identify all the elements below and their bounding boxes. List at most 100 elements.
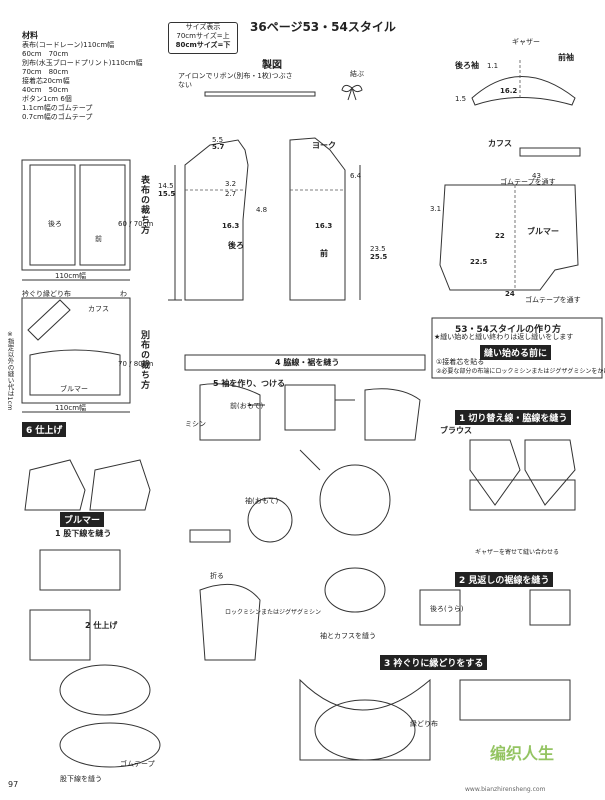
sleeve-round	[319, 464, 391, 536]
label-bias: 縁どり布	[410, 720, 438, 728]
dim-label: 3.1	[430, 205, 442, 213]
sleeve-piece	[471, 76, 576, 106]
layout1-pieces	[29, 164, 126, 266]
layout-bloomer-label: ブルマー	[60, 385, 88, 393]
ribbon-bow	[341, 84, 363, 101]
layout1-frame	[21, 159, 131, 271]
bias-label: 衿ぐり縁どり布	[22, 290, 71, 298]
materials-line: 40cm 50cm	[22, 86, 69, 94]
materials-line: ボタン1cm 6個	[22, 95, 72, 103]
materials-heading: 材料	[22, 31, 38, 40]
step1-subtitle: ブラウス	[440, 426, 472, 435]
dim-label: 24	[505, 290, 515, 298]
dim-label: 5.7	[212, 143, 225, 151]
cuff-sketch	[189, 529, 231, 543]
bloomer-sketch	[39, 549, 121, 591]
page-number: 97	[8, 780, 19, 789]
dim-label: 1.5	[455, 95, 467, 103]
bloomer-leg-sketch	[29, 609, 91, 661]
dim-label: 16.3	[315, 222, 333, 230]
sleeve-sketch	[284, 384, 336, 431]
size-legend-line1: 70cmサイズ=上	[176, 32, 230, 40]
size-legend: サイズ表示 70cmサイズ=上 80cmサイズ=下	[168, 22, 238, 54]
bloomer-finished-bottom	[59, 722, 161, 768]
dim-label: 43	[532, 172, 541, 180]
front-sleeve-label: 前袖	[558, 53, 574, 62]
size-legend-title: サイズ表示	[185, 23, 221, 31]
layout-length: 60 / 70cm	[118, 220, 154, 228]
back-label: 後ろ	[228, 241, 244, 250]
materials-block: 材料 表布(コードレーン)110cm幅 60cm 70cm 別布(水玉ブロードプ…	[22, 30, 172, 122]
dim-label: 3.2	[225, 180, 237, 188]
dim-label: 22.5	[470, 258, 488, 266]
dim-line	[168, 165, 182, 301]
step2-title: 2 見返しの裾線を縫う	[455, 572, 554, 587]
dim-label: 14.5	[158, 182, 174, 190]
alt-fabric-title: 別布の裁ち方	[139, 330, 149, 390]
blouse-yoke	[469, 439, 521, 506]
label-leg-stitch: 股下線を縫う	[60, 775, 102, 783]
bloomers-step1: 1 股下線を縫う	[55, 529, 112, 538]
before-title: 縫い始める前に	[480, 345, 552, 360]
label-machine: ミシン	[185, 420, 206, 428]
page-title: 36ページ53・54スタイル	[250, 20, 396, 34]
dim-label: 1.1	[487, 62, 499, 70]
finished-blouse	[89, 459, 151, 511]
watermark-url: www.bianzhirensheng.com	[465, 786, 546, 793]
before-item: ①接着芯を貼る	[436, 358, 485, 366]
bias-strip	[27, 299, 71, 341]
layout-length: 70 / 80cm	[118, 360, 154, 368]
label-gather-sew: ギャザーを寄せて縫い合わせる	[475, 549, 560, 556]
materials-line: 表布(コードレーン)110cm幅	[22, 41, 115, 49]
front-bodice	[289, 137, 346, 301]
back-bodice	[184, 139, 249, 301]
bloomer-pattern	[439, 184, 579, 291]
neck-front	[459, 679, 571, 721]
bloomers-step2: 2 仕上げ	[85, 621, 118, 630]
finished-blouse	[24, 459, 86, 511]
yoke-label: ヨーク	[312, 141, 336, 150]
layout-front-label: 前	[95, 235, 102, 243]
fabric-width: 110cm幅	[55, 272, 87, 280]
materials-line: 70cm 80cm	[22, 68, 69, 76]
materials-line: 接着芯20cm幅	[22, 77, 70, 85]
elastic-note: ゴムテープを通す	[525, 296, 581, 304]
dim-label: 23.5	[370, 245, 386, 253]
label-back-surface: 後ろ(うら)	[430, 605, 464, 613]
dim-label: 22	[495, 232, 505, 240]
step3-title: 3 衿ぐりに縁どりをする	[380, 655, 488, 670]
diagram-title: 製図	[262, 60, 282, 71]
alt-fabric-note: ※指定以外の縫い代は1cm	[6, 330, 14, 411]
materials-line: 別布(水玉ブロードプリント)110cm幅	[22, 59, 143, 67]
dim-label: 2.7	[225, 190, 237, 198]
blouse-body	[469, 479, 576, 511]
materials-line: 0.7cm幅のゴムテープ	[22, 113, 93, 121]
fabric-width: 110cm幅	[55, 404, 87, 412]
label-waist-elastic: ゴムテープ	[120, 760, 155, 768]
size-legend-line2: 80cmサイズ=下	[175, 41, 231, 49]
hem-piece	[529, 589, 571, 626]
step1-title: 1 切り替え線・脇線を縫う	[455, 410, 572, 425]
neck-bias	[314, 699, 416, 761]
sleeve-sketch	[199, 383, 261, 441]
bloomers-title: ブルマー	[60, 512, 105, 527]
ribbon-tie-label: 結ぶ	[350, 70, 364, 78]
ribbon-strip	[204, 91, 316, 97]
layout2-bloomer	[29, 349, 121, 396]
step6-title: 6 仕上げ	[22, 422, 67, 437]
layout-cuff-label: カフス	[88, 305, 109, 313]
dim-label: 16.2	[500, 87, 518, 95]
label-cuff-sew: 袖とカフスを縫う	[320, 632, 376, 640]
sleeve-sketch	[364, 388, 421, 441]
dim-label: 16.3	[222, 222, 240, 230]
before-item: ②必要な部分の布端にロックミシンまたはジグザグミシンをかける	[436, 368, 605, 375]
neck-back	[299, 678, 431, 761]
step5-title: 5 袖を作り、つける	[213, 379, 286, 388]
layout-back-label: 後ろ	[48, 220, 62, 228]
label-sleeve-surface: 袖(おもて)	[245, 497, 279, 505]
before-frame	[431, 317, 603, 379]
blouse-yoke	[524, 439, 576, 506]
puff-sleeve	[324, 567, 386, 613]
bloomer-finished	[59, 664, 151, 716]
